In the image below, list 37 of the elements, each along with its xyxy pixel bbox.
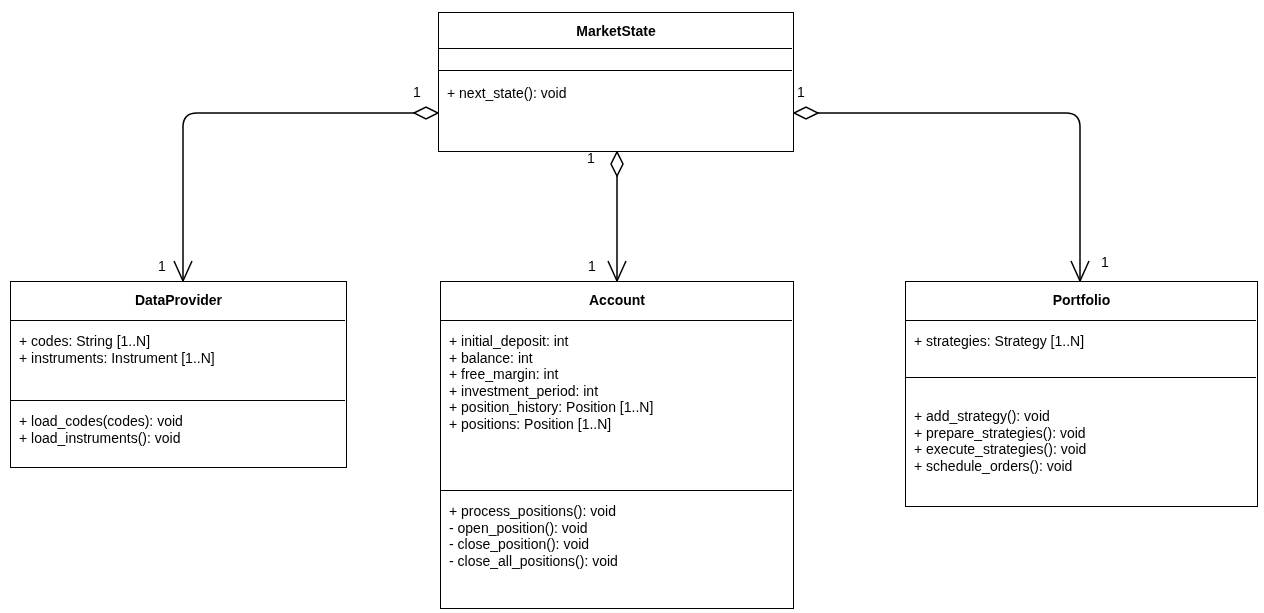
class-member: + strategies: Strategy [1..N]: [913, 333, 1086, 350]
class-name: Account: [588, 291, 646, 310]
class-box: [905, 281, 1258, 507]
aggregation-arrow: [607, 151, 627, 282]
class-member: - close_all_positions(): void: [448, 552, 619, 569]
class-member: + instruments: Instrument [1..N]: [18, 349, 216, 366]
multiplicity-label: 1: [588, 258, 596, 274]
class-member: - open_position(): void: [448, 519, 589, 536]
class-member: + prepare_strategies(): void: [913, 424, 1087, 441]
aggregation-arrow: [793, 106, 1090, 282]
multiplicity-label: 1: [158, 258, 166, 274]
class-member: + schedule_orders(): void: [913, 457, 1074, 474]
class-member: + load_instruments(): void: [18, 429, 182, 446]
class-member: + investment_period: int: [448, 382, 600, 399]
class-member: + codes: String [1..N]: [18, 333, 152, 350]
class-member: + next_state(): void: [446, 85, 568, 102]
class-member: + positions: Position [1..N]: [448, 415, 613, 432]
class-member: + position_history: Position [1..N]: [448, 399, 655, 416]
class-member: + execute_strategies(): void: [913, 441, 1088, 458]
class-name: MarketState: [575, 22, 657, 41]
class-member: + process_positions(): void: [448, 503, 617, 520]
class-box: [438, 12, 794, 152]
class-name: Portfolio: [1051, 291, 1112, 310]
class-member: - close_position(): void: [448, 536, 591, 553]
aggregation-arrow: [173, 106, 439, 282]
multiplicity-label: 1: [587, 150, 595, 166]
multiplicity-label: 1: [1101, 254, 1109, 270]
multiplicity-label: 1: [413, 84, 421, 100]
class-member: + load_codes(codes): void: [18, 413, 184, 430]
class-name: DataProvider: [133, 291, 224, 310]
class-member: + free_margin: int: [448, 366, 560, 383]
class-member: + add_strategy(): void: [913, 408, 1051, 425]
class-member: + initial_deposit: int: [448, 333, 570, 350]
class-box: [440, 281, 794, 609]
multiplicity-label: 1: [797, 84, 805, 100]
class-member: + balance: int: [448, 349, 534, 366]
class-box: [10, 281, 347, 468]
